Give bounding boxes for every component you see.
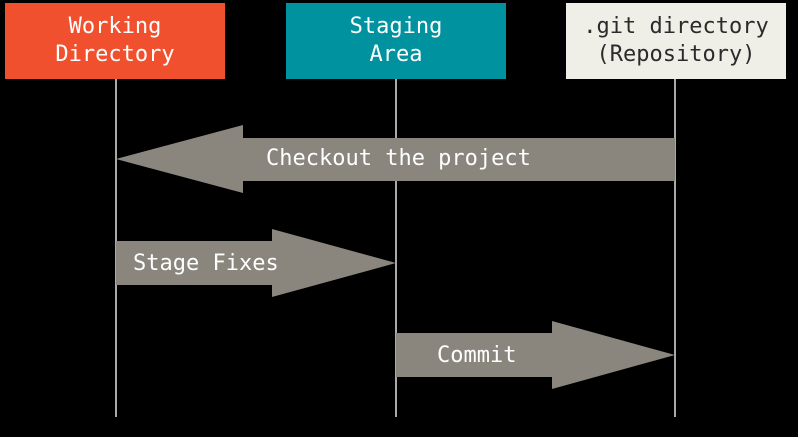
commit-arrow: [396, 321, 675, 389]
working-directory-label-line1: Working: [68, 14, 162, 39]
repository-box: .git directory (Repository): [566, 3, 786, 79]
staging-area-label-line1: Staging: [349, 14, 443, 39]
checkout-arrow-label: Checkout the project: [266, 146, 531, 171]
repository-label-line2: (Repository): [596, 42, 756, 67]
commit-arrow-label: Commit: [437, 343, 517, 368]
working-directory-label-line2: Directory: [55, 42, 175, 67]
checkout-arrow: [116, 125, 675, 193]
stage-fixes-arrow-label: Stage Fixes: [133, 251, 279, 276]
working-directory-box: Working Directory: [5, 3, 225, 79]
staging-area-box: Staging Area: [286, 3, 506, 79]
staging-area-lifeline: [395, 79, 397, 417]
repository-lifeline: [674, 79, 676, 417]
repository-label-line1: .git directory: [583, 14, 769, 39]
stage-fixes-arrow: [116, 229, 396, 297]
staging-area-label-line2: Area: [369, 42, 423, 67]
